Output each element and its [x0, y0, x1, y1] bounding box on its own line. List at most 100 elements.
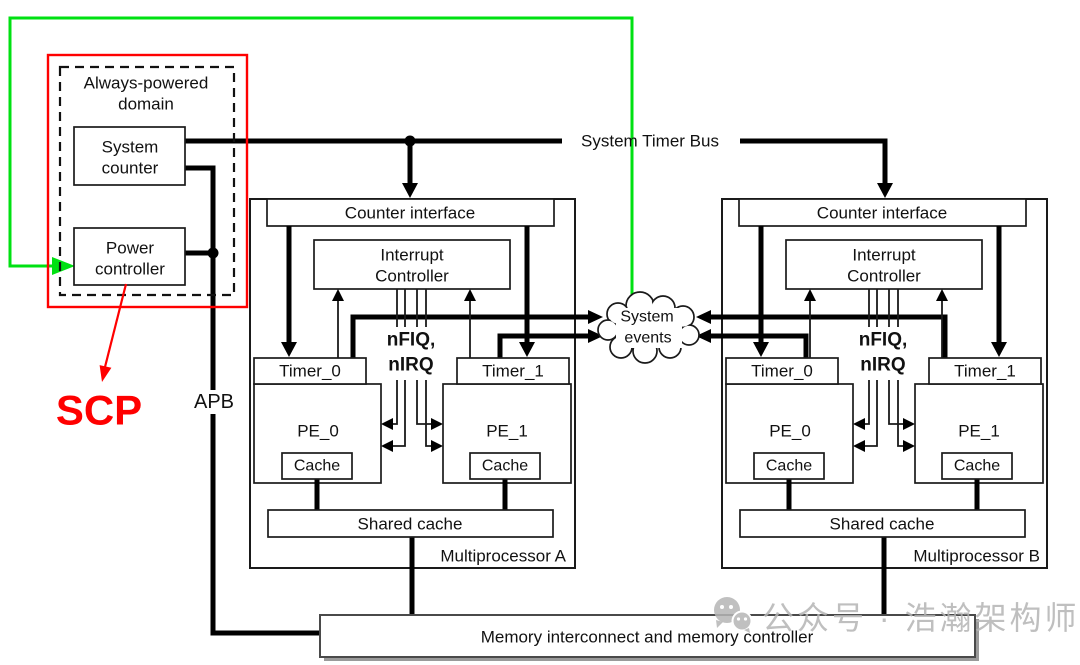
mp-b-nfiq-nirq-lines: [853, 289, 915, 452]
mp-a-title: Multiprocessor A: [440, 547, 566, 566]
mp-b-cache1-label: Cache: [954, 458, 1000, 475]
mp-b-counter-interface-box: [738, 198, 1027, 227]
mp-b-timer0-label: Timer_0: [751, 362, 813, 381]
mp-a-timer0-irq-arrowhead-icon: [332, 289, 344, 301]
always-powered-title-line2: domain: [118, 95, 174, 114]
mp-a-fiq-line2-bend: [393, 380, 406, 447]
cloud-outline: [597, 291, 700, 364]
mp-a-shared-cache-label: Shared cache: [358, 515, 463, 534]
apb-label-bg: [190, 390, 238, 414]
mp-b-nfiq-label: nFIQ,: [859, 330, 908, 351]
multiprocessor-a: Counter interface Interrupt Controller: [249, 198, 603, 615]
mp-b-interrupt-label-line1: Interrupt: [852, 246, 916, 265]
bus-line-right: [740, 138, 888, 185]
watermark: 公众号 · 浩瀚架构师: [714, 597, 1076, 636]
mp-b-event-arrowhead-lower-icon: [696, 329, 711, 343]
mp-a-timer0-label: Timer_0: [279, 362, 341, 381]
mp-b-cache0-label: Cache: [766, 458, 812, 475]
mp-a-nfiq-nirq-lines: [381, 289, 443, 452]
mp-a-pe1-irq-arrowhead1-icon: [431, 418, 443, 430]
mp-b-pe0-label: PE_0: [769, 422, 811, 441]
multiprocessor-b: Counter interface Interrupt Controller: [696, 198, 1048, 615]
mp-b-pe1-label: PE_1: [958, 422, 1000, 441]
mp-b-interrupt-controller-box: [785, 239, 983, 290]
system-counter-label-line2: counter: [102, 159, 159, 178]
system-events-label-line2: events: [624, 330, 671, 347]
mp-b-pe1-irq-arrowhead1-icon: [903, 418, 915, 430]
system-timer-bus-label: System Timer Bus: [581, 132, 719, 151]
apb-label: APB: [194, 391, 234, 413]
mp-a-event-arrowhead-upper-icon: [588, 310, 603, 324]
scp-annotation: SCP: [56, 283, 142, 434]
mp-a-timer1-event-line: [497, 333, 589, 358]
mp-b-fiq-line4-bend: [897, 380, 903, 447]
mp-a-counter-interface-box: [266, 198, 555, 227]
mp-b-event-arrowhead-upper-icon: [696, 310, 711, 324]
mp-b-shared-cache-box: [739, 509, 1026, 538]
mp-a-pe0-irq-arrowhead1-icon: [381, 418, 393, 430]
memory-label: Memory interconnect and memory controlle…: [481, 628, 814, 647]
mp-a-pe1-label: PE_1: [486, 422, 528, 441]
mp-a-cache1-label: Cache: [482, 458, 528, 475]
system-timer-bus: System Timer Bus: [185, 132, 893, 198]
mp-a-interrupt-label-line2: Controller: [375, 267, 449, 286]
system-events-cloud: System events: [597, 291, 700, 364]
mp-b-ci-to-timer0-arrowhead-icon: [753, 342, 769, 357]
mp-b-pe1-irq-arrowhead2-icon: [903, 440, 915, 452]
system-counter-label-line1: System: [102, 138, 159, 157]
mp-b-nirq-label: nIRQ: [860, 355, 905, 376]
mp-a-nfiq-label: nFIQ,: [387, 330, 436, 351]
mp-a-cache0-box: [281, 452, 353, 480]
always-powered-dashed-box: [58, 65, 236, 297]
mp-b-fiq-line2-bend: [865, 380, 878, 447]
memory-box: [319, 614, 976, 658]
always-powered-domain: Always-powered domain System counter Pow…: [46, 53, 249, 309]
scp-label: SCP: [56, 387, 142, 434]
bus-arrowhead-b-icon: [877, 183, 893, 198]
mp-a-event-arrowhead-lower-icon: [588, 329, 603, 343]
scp-highlight-box: [46, 53, 249, 309]
mp-a-fiq-line4-bend: [425, 380, 431, 447]
mp-b-timer0-irq-arrowhead-icon: [804, 289, 816, 301]
mp-a-timer1-irq-arrowhead-icon: [464, 289, 476, 301]
mp-b-interrupt-label-line2: Controller: [847, 267, 921, 286]
mp-a-nirq-label: nIRQ: [388, 355, 433, 376]
mp-a-timer1-box: [456, 357, 570, 385]
mp-a-pe0-irq-arrowhead2-icon: [381, 440, 393, 452]
mp-b-shared-cache-label: Shared cache: [830, 515, 935, 534]
mp-b-timer1-label: Timer_1: [954, 362, 1016, 381]
mp-a-ci-to-timer1-arrowhead-icon: [519, 342, 535, 357]
mp-b-timer0-box: [725, 357, 839, 385]
mp-b-counter-interface-label: Counter interface: [817, 204, 947, 223]
mp-a-interrupt-controller-box: [313, 239, 511, 290]
power-controller-label-line1: Power: [106, 239, 155, 258]
green-control-path: [8, 16, 634, 295]
mp-b-timer1-irq-arrowhead-icon: [936, 289, 948, 301]
mp-a-cache1-box: [469, 452, 541, 480]
mp-a-timer0-box: [253, 357, 367, 385]
mp-b-fiq-line3-bend: [888, 380, 903, 425]
power-controller-box: [73, 227, 186, 286]
mp-b-pe0-irq-arrowhead1-icon: [853, 418, 865, 430]
mp-b-timer1-box: [928, 357, 1042, 385]
mp-a-counter-interface-label: Counter interface: [345, 204, 475, 223]
bus-junction-dot: [404, 135, 416, 147]
mp-b-timer1-event-line: [710, 314, 948, 358]
mp-b-fiq-line1-bend: [865, 380, 870, 425]
mp-b-ci-to-timer1-arrowhead-icon: [991, 342, 1007, 357]
scp-pointer-line: [103, 283, 128, 368]
system-counter-box: [73, 126, 186, 186]
mp-a-fiq-line3-bend: [416, 380, 431, 425]
power-controller-label-line2: controller: [95, 260, 165, 279]
bus-arrowhead-a-icon: [402, 183, 418, 198]
apb-bus: APB: [185, 165, 319, 636]
memory-interconnect: Memory interconnect and memory controlle…: [319, 614, 979, 661]
mp-b-cache0-box: [753, 452, 825, 480]
mp-a-cache0-label: Cache: [294, 458, 340, 475]
mp-a-timer0-event-line: [350, 314, 589, 358]
system-events-label-line1: System: [620, 309, 673, 326]
wechat-logo-icon: [714, 597, 753, 633]
mp-a-fiq-line1-bend: [393, 380, 398, 425]
